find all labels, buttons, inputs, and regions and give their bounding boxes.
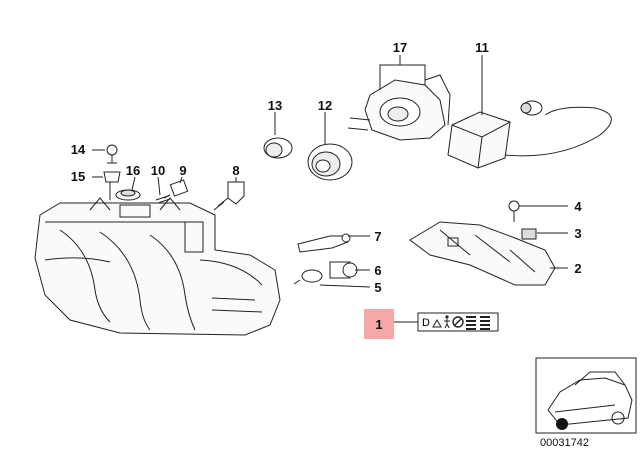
part-4-screw [508, 200, 520, 222]
callout-13: 13 [268, 98, 282, 113]
part-17-bracket [347, 74, 451, 141]
callout-8: 8 [232, 163, 239, 178]
symbol-strip: D [417, 312, 499, 332]
no-symbol-icon [452, 316, 464, 328]
symbol-d: D [422, 317, 430, 329]
part-6-bulb [329, 261, 358, 279]
callout-1: 1 [375, 317, 382, 332]
callout-9: 9 [179, 163, 186, 178]
part-14-clip [106, 144, 118, 164]
callout-11: 11 [475, 40, 489, 55]
callout-17: 17 [393, 40, 407, 55]
callout-15: 15 [71, 169, 85, 184]
part-8-socket [213, 181, 245, 211]
highlight-location-marker [556, 418, 568, 430]
part-10-spring [155, 195, 171, 204]
callout-5: 5 [374, 280, 381, 295]
part-9-bulb-holder [163, 179, 189, 199]
part-16-cap [115, 189, 141, 201]
callout-4: 4 [574, 199, 582, 214]
headlight-housing [34, 197, 281, 336]
warning-triangle-icon [432, 318, 442, 328]
part-13-ring [263, 137, 293, 159]
highlight-box [364, 309, 394, 339]
callout-6: 6 [374, 263, 381, 278]
callout-2: 2 [574, 261, 581, 276]
part-15-nut [103, 171, 121, 200]
callout-14: 14 [71, 142, 86, 157]
person-icon [444, 315, 450, 329]
part-7-bulb [297, 233, 351, 253]
callout-16: 16 [126, 163, 140, 178]
part-5-bulb [293, 269, 323, 285]
leader-lines [92, 55, 568, 288]
bars-icon [466, 316, 476, 330]
callout-7: 7 [374, 229, 381, 244]
part-3-clip [521, 228, 537, 240]
part-12-cover [307, 143, 353, 181]
callout-1-highlight[interactable]: 1 [364, 309, 418, 339]
diagram-id: 00031742 [540, 437, 589, 449]
callout-3: 3 [574, 226, 581, 241]
bars-icon [480, 316, 490, 330]
callout-10: 10 [151, 163, 165, 178]
car-locator-thumbnail [535, 357, 637, 434]
callout-12: 12 [318, 98, 332, 113]
part-11-control-unit [447, 100, 612, 169]
